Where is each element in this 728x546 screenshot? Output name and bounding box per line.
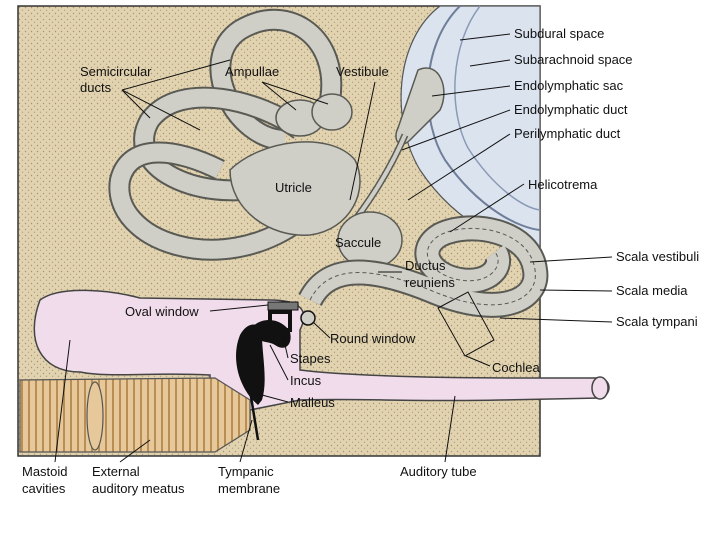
label-semicircular-1: Semicircular bbox=[80, 64, 152, 79]
label-ductus-2: reuniens bbox=[405, 275, 455, 290]
label-subdural-space: Subdural space bbox=[514, 26, 604, 41]
meninges bbox=[400, 5, 541, 251]
label-utricle: Utricle bbox=[275, 180, 312, 195]
label-endolymphatic-duct: Endolymphatic duct bbox=[514, 102, 628, 117]
label-group-bottom: Mastoid cavities External auditory meatu… bbox=[22, 339, 477, 496]
ossicles bbox=[236, 310, 292, 405]
oval-window bbox=[267, 301, 299, 311]
stapes bbox=[268, 310, 292, 332]
label-tympanic-1: Tympanic bbox=[218, 464, 274, 479]
label-malleus: Malleus bbox=[290, 395, 335, 410]
label-group-right: Subdural space Subarachnoid space Endoly… bbox=[401, 26, 699, 329]
label-vestibule: Vestibule bbox=[336, 64, 389, 79]
label-scala-vestibuli: Scala vestibuli bbox=[616, 249, 699, 264]
label-round-window: Round window bbox=[330, 331, 416, 346]
label-external-meatus-2: auditory meatus bbox=[92, 481, 185, 496]
cochlea-bracket bbox=[437, 291, 495, 357]
label-endolymphatic-sac: Endolymphatic sac bbox=[514, 78, 624, 93]
label-ampullae: Ampullae bbox=[225, 64, 279, 79]
endolymphatic-sac bbox=[395, 67, 445, 145]
label-external-meatus-1: External bbox=[92, 464, 140, 479]
label-subarachnoid-space: Subarachnoid space bbox=[514, 52, 633, 67]
label-perilymphatic-duct: Perilymphatic duct bbox=[514, 126, 621, 141]
utricle bbox=[229, 141, 361, 236]
semicircular-ducts bbox=[108, 8, 343, 261]
label-stapes: Stapes bbox=[290, 351, 331, 366]
label-saccule: Saccule bbox=[335, 235, 381, 250]
incus bbox=[250, 320, 291, 348]
auditory-tube-opening bbox=[591, 376, 609, 400]
label-cochlea: Cochlea bbox=[492, 360, 540, 375]
label-oval-window: Oval window bbox=[125, 304, 199, 319]
label-ductus-1: Ductus bbox=[405, 258, 446, 273]
external-auditory-meatus bbox=[19, 377, 251, 453]
cochlea bbox=[298, 215, 549, 318]
label-incus: Incus bbox=[290, 373, 322, 388]
label-scala-tympani: Scala tympani bbox=[616, 314, 698, 329]
ampulla bbox=[311, 93, 353, 131]
label-mastoid-2: cavities bbox=[22, 481, 66, 496]
round-window bbox=[300, 310, 316, 326]
malleus bbox=[236, 324, 265, 405]
label-scala-media: Scala media bbox=[616, 283, 688, 298]
label-group-top: Semicircular ducts Ampullae Vestibule Ut… bbox=[80, 59, 540, 410]
label-helicotrema: Helicotrema bbox=[528, 177, 598, 192]
label-semicircular-2: ducts bbox=[80, 80, 112, 95]
label-tympanic-2: membrane bbox=[218, 481, 280, 496]
label-mastoid-1: Mastoid bbox=[22, 464, 68, 479]
label-auditory-tube: Auditory tube bbox=[400, 464, 477, 479]
